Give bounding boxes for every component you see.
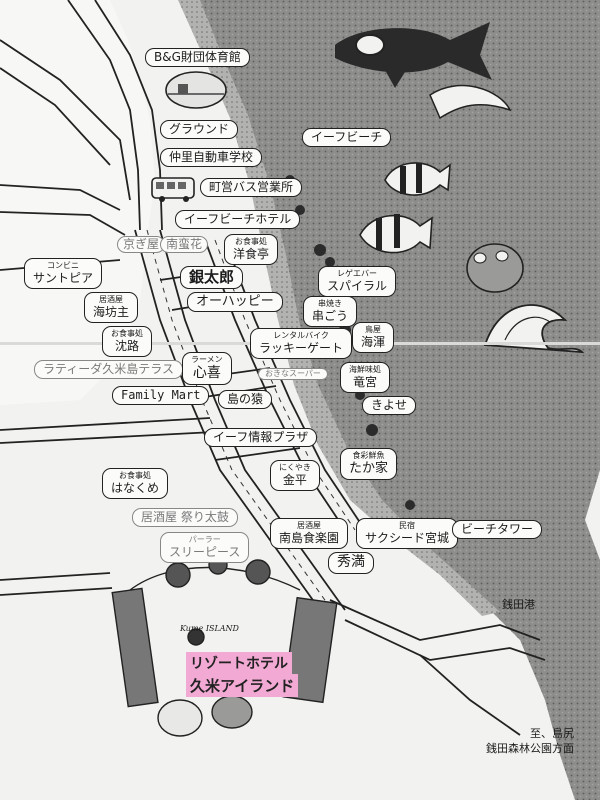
label-umibouzu: 居酒屋海坊主 (84, 292, 139, 323)
bus-illustration (151, 177, 195, 202)
direction-note: 至、島尻 銭田森林公園方面 (486, 726, 574, 757)
label-kiyose: きよせ (362, 396, 417, 415)
wave-illustration (483, 304, 585, 354)
label-okinawa-super: おきなスーパー (258, 368, 328, 380)
label-sunpia: コンビニサントピア (24, 258, 103, 289)
label-shimanosaru: 島の猿 (218, 390, 273, 409)
label-nanbana: 南蛮花 (160, 236, 209, 253)
label-ginjiro: 銀太郎 (180, 266, 244, 289)
label-bg-gym: B&G財団体育館 (145, 48, 250, 67)
label-ground: グラウンド (160, 120, 239, 139)
label-bus-office: 町営バス営業所 (200, 178, 303, 197)
label-ohappy: オーハッピー (187, 292, 283, 313)
label-terrace: ラティーダ久米島テラス (34, 360, 184, 379)
label-beach-tower: ビーチタワー (452, 520, 543, 539)
label-kyoushin: 京ぎ屋 (117, 236, 166, 253)
resort-logo-text: Kume ISLAND (180, 624, 239, 633)
label-spiral: レゲエバースパイラル (318, 266, 397, 297)
striped-fish-2 (359, 214, 433, 254)
label-sleepiece: パーラースリーピース (160, 532, 250, 563)
label-driving-school: 仲里自動車学校 (160, 148, 263, 167)
label-hanakume: お食事処はなくめ (102, 468, 169, 499)
label-takaya: 食彩鮮魚たか家 (340, 448, 398, 480)
hippo-illustration (466, 243, 524, 293)
label-family-mart: Family Mart (112, 386, 210, 405)
label-okusura: お食事処沈路 (102, 326, 152, 357)
gym-illustration (165, 71, 227, 109)
label-kume-island: 久米アイランド (186, 674, 299, 697)
label-torimi: 鳥屋海渾 (352, 322, 395, 353)
label-youshokutei: お食事処洋食亭 (224, 234, 279, 265)
label-shingi: ラーメン心喜 (182, 352, 232, 386)
label-kinpei: にくやき金平 (270, 460, 320, 491)
label-eef-hotel: イーフビーチホテル (175, 210, 301, 229)
label-eef-beach: イーフビーチ (302, 128, 392, 147)
label-lucky-gate: レンタルバイクラッキーゲート (250, 328, 353, 359)
diver-fish-illustration (335, 22, 512, 120)
label-resort-hotel: リゾートホテル (186, 652, 292, 674)
label-info-plaza: イーフ情報プラザ (204, 428, 318, 447)
label-miyagi: 民宿サクシード宮城 (356, 518, 459, 549)
label-matsuri-taiko: 居酒屋 祭り太鼓 (132, 508, 238, 527)
label-port: 銭田港 (502, 598, 535, 611)
label-nantou: 居酒屋南島食楽園 (270, 518, 349, 549)
label-shuzen: 秀満 (328, 552, 374, 574)
striped-fish-1 (384, 162, 451, 196)
direction-note-line1: 至、島尻 (530, 727, 574, 740)
label-kushigou: 串焼き串ごう (303, 296, 358, 327)
label-ryukyu: 海鮮味処竜宮 (340, 362, 390, 393)
resort-garden (111, 555, 338, 737)
direction-note-line2: 銭田森林公園方面 (486, 742, 574, 756)
